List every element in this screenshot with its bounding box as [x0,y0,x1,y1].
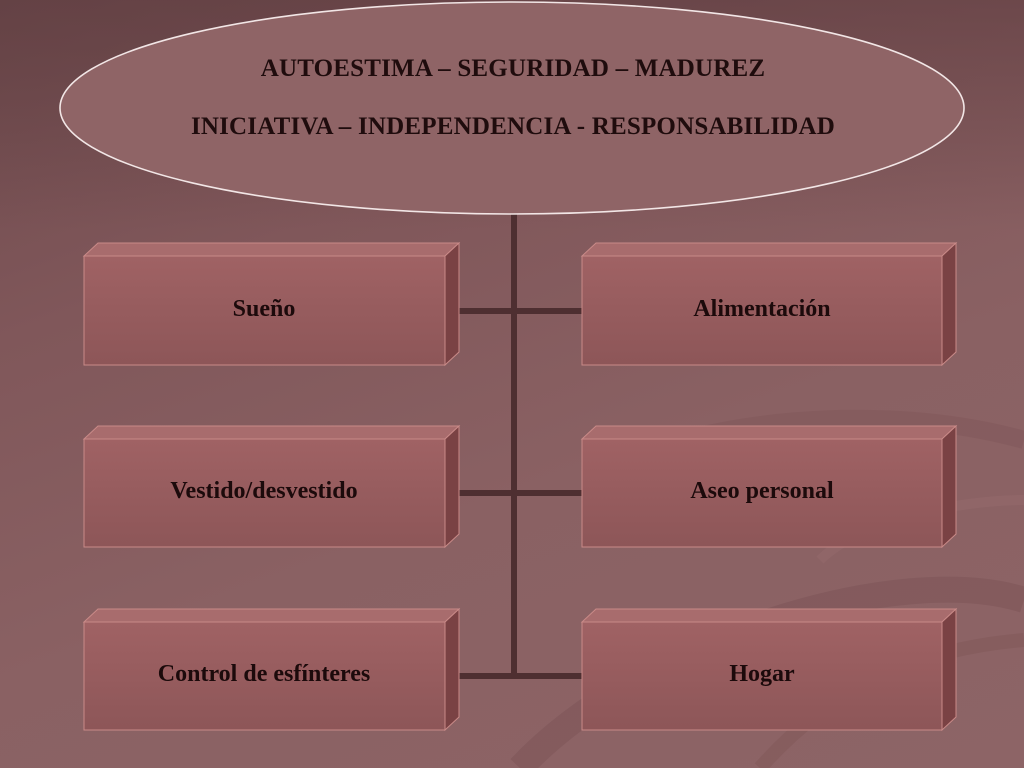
header-ellipse [59,1,965,215]
box-aseo [580,424,958,549]
box-label-hogar: Hogar [729,661,795,687]
box-label-control: Control de esfínteres [157,661,371,687]
header-line-2: INICIATIVA – INDEPENDENCIA - RESPONSABIL… [190,113,836,140]
connector-lines [457,211,585,679]
box-vestido [82,424,461,549]
header-line-1: AUTOESTIMA – SEGURIDAD – MADUREZ [260,55,766,82]
header-text: AUTOESTIMA – SEGURIDAD – MADUREZ INICIAT… [62,52,964,144]
box-label-alimentacion: Alimentación [693,296,831,322]
box-control [82,607,461,732]
box-label-sueno: Sueño [232,296,296,322]
box-label-vestido: Vestido/desvestido [170,478,358,504]
box-sueno [82,241,461,367]
box-label-aseo: Aseo personal [690,478,834,504]
box-hogar [580,607,958,732]
box-alimentacion [580,241,958,367]
